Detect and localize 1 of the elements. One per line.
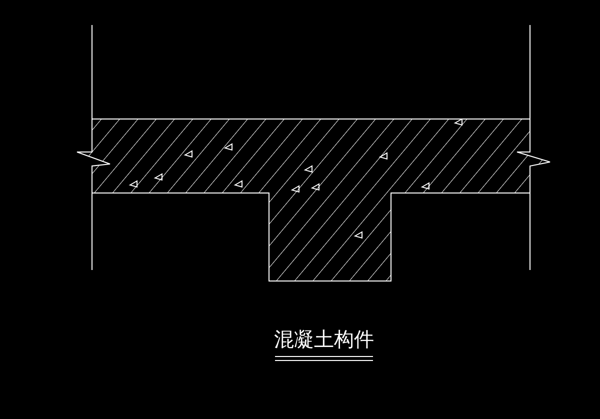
drawing-title: 混凝土构件 [274,326,374,352]
